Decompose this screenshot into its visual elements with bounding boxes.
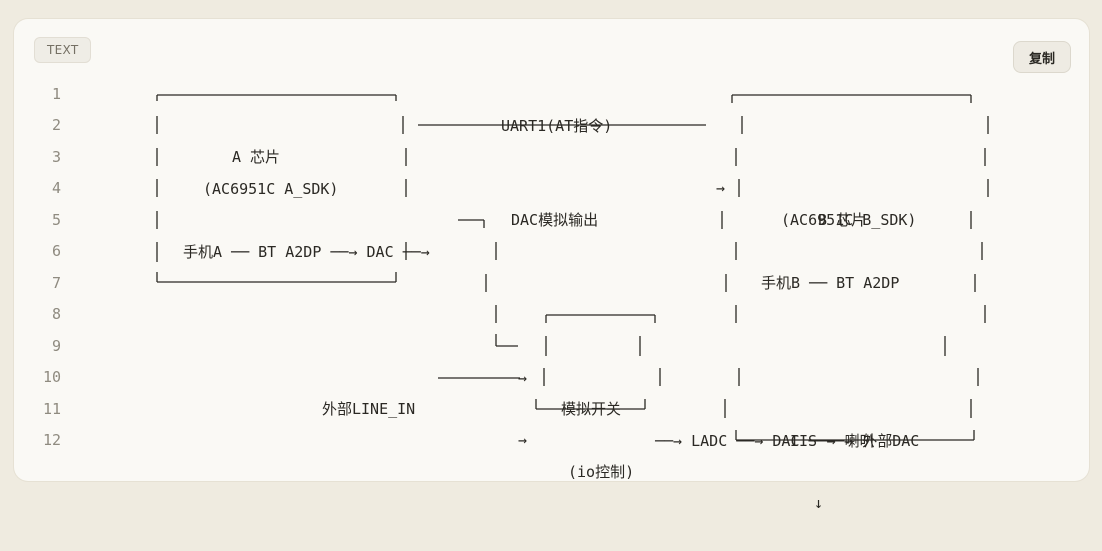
line-content: 手机A ── BT A2DP ──→ DAC ──→ [0, 205, 430, 300]
line-number: 6 [51, 242, 61, 260]
code-text: 手机A ── BT A2DP ──→ DAC ──→ [183, 242, 430, 261]
line-number: 4 [51, 179, 61, 197]
line-number: 11 [42, 400, 61, 418]
code-line: 3 (AC6951C A_SDK) (AC6951C B_SDK) [0, 142, 1102, 229]
code-line: 4 DAC模拟输出 [0, 173, 1102, 229]
line-number: 3 [51, 148, 61, 166]
code-text: → [716, 179, 726, 197]
line-number: 7 [51, 274, 61, 292]
code-text: → [518, 368, 528, 387]
line-number: 1 [51, 85, 61, 103]
line-number: 8 [51, 305, 61, 323]
line-number: 10 [42, 368, 61, 386]
line-number: 9 [51, 337, 61, 355]
code-line: 8 [0, 299, 1102, 331]
code-text: (AC6951C A_SDK) [203, 179, 339, 198]
code-line: 9 → 模拟开关 ──→ LADC ──→ DAC ──→ 喇叭 [0, 331, 1102, 450]
line-content: A 芯片 → B 芯片 [0, 110, 866, 268]
code-line: 11 IIS ──→ 外部DAC [0, 394, 1102, 450]
code-line: 12 [0, 425, 1102, 457]
code-text: A 芯片 [232, 147, 281, 166]
code-block-card [14, 19, 1089, 481]
language-label: TEXT [34, 37, 92, 63]
code-text: 手机B ── BT A2DP [761, 273, 900, 292]
code-line: 10 外部LINE_IN → (io控制) ↓ [0, 362, 1102, 512]
code-text: (AC6951C B_SDK) [781, 211, 917, 229]
line-number: 5 [51, 211, 61, 229]
code-text: 外部LINE_IN [322, 399, 416, 418]
copy-button[interactable]: 复制 [1013, 41, 1071, 73]
line-content: (AC6951C A_SDK) (AC6951C B_SDK) [0, 142, 916, 268]
code-text: (io控制) [568, 462, 635, 481]
code-text: B 芯片 [818, 210, 867, 229]
code-line: 2 A 芯片 → B 芯片 [0, 110, 1102, 229]
code-text: DAC模拟输出 [511, 210, 599, 229]
code-line: 6 手机B ── BT A2DP [0, 236, 1102, 292]
line-number: 2 [51, 116, 61, 134]
code-text: ↓ [814, 494, 824, 512]
code-line: 1 UART1(AT指令) [0, 79, 1102, 135]
line-content: DAC模拟输出 [0, 173, 598, 268]
code-line: 5 手机A ── BT A2DP ──→ DAC ──→ [0, 205, 1102, 261]
line-number: 12 [42, 431, 61, 449]
code-line: 7 [0, 268, 1102, 300]
line-content: 手机B ── BT A2DP [0, 236, 899, 331]
code-text: → [518, 431, 528, 449]
